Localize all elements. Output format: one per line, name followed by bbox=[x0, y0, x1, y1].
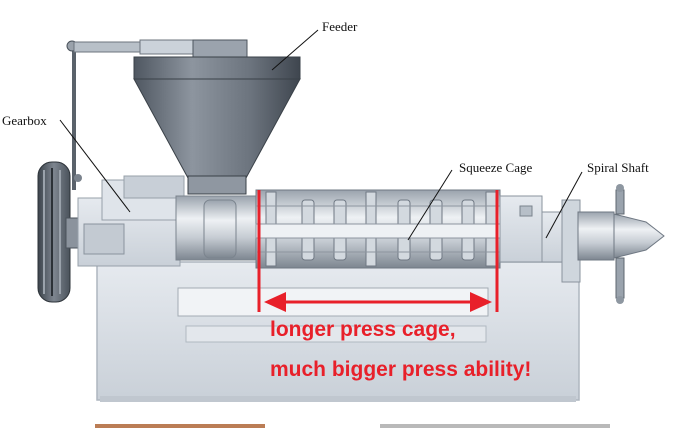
gearbox-housing bbox=[77, 175, 185, 267]
callout-line-1: longer press cage, bbox=[270, 318, 456, 341]
label-spiral-shaft: Spiral Shaft bbox=[587, 160, 649, 175]
label-feeder: Feeder bbox=[322, 19, 358, 34]
callout-line-2: much bigger press ability! bbox=[270, 358, 531, 381]
label-gearbox: Gearbox bbox=[2, 113, 47, 128]
arrow-right-head bbox=[470, 292, 492, 312]
machine-base bbox=[95, 261, 610, 428]
label-squeeze-cage: Squeeze Cage bbox=[459, 160, 533, 175]
feeder-lever bbox=[66, 39, 197, 190]
press-barrel bbox=[175, 189, 501, 269]
feeder-hopper bbox=[133, 39, 301, 195]
leader-lines bbox=[59, 29, 583, 241]
drive-pulley bbox=[37, 161, 83, 303]
press-cage-highlight bbox=[257, 190, 499, 312]
arrow-left-head bbox=[264, 292, 286, 312]
outlet-end bbox=[499, 184, 665, 304]
